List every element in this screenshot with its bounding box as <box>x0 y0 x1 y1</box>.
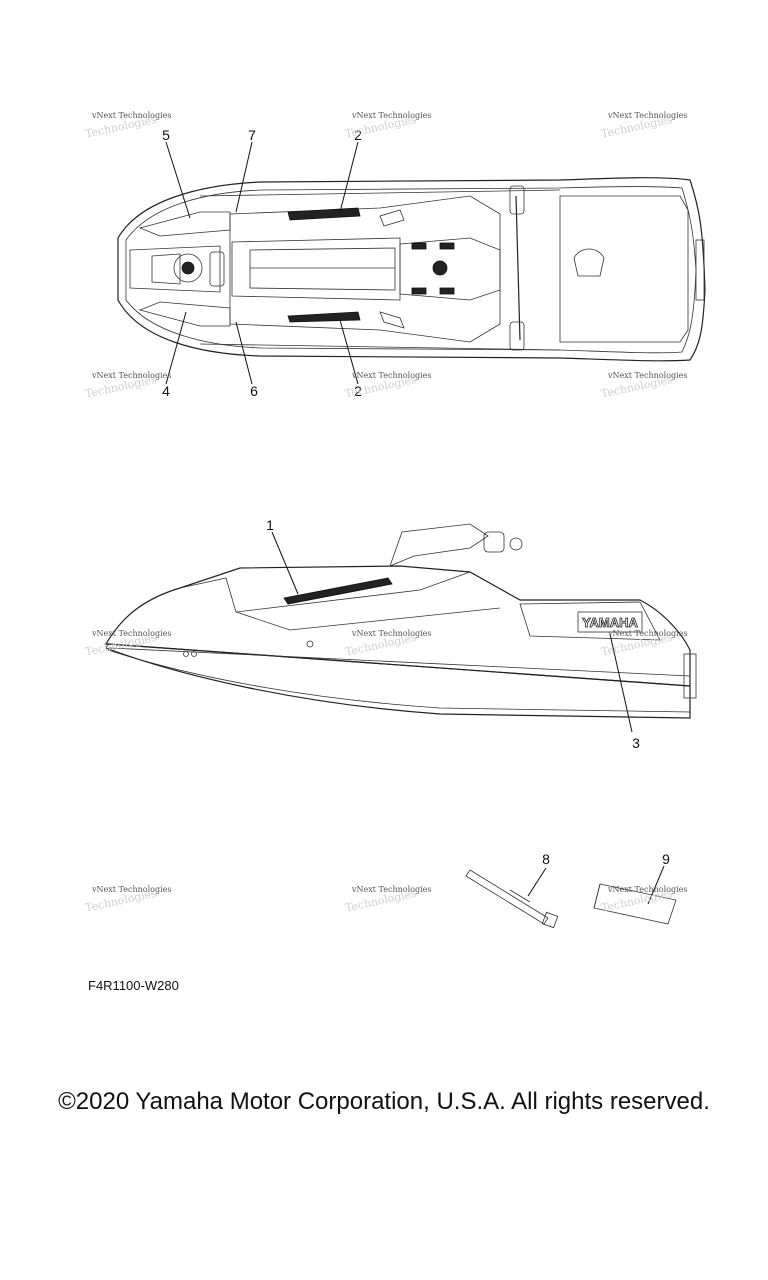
watermark: Technologies vNext Technologies <box>84 629 172 659</box>
svg-text:vNext Technologies: vNext Technologies <box>607 371 687 380</box>
watermark: Technologies vNext Technologies <box>84 111 172 141</box>
watermark: Technologies vNext Technologies <box>344 629 432 659</box>
callout-4: 4 <box>162 383 170 399</box>
yamaha-decal: YAMAHA <box>582 615 638 630</box>
svg-text:vNext Technologies: vNext Technologies <box>607 629 687 638</box>
watermark: Technologies vNext Technologies <box>84 371 172 401</box>
svg-text:vNext Technologies: vNext Technologies <box>91 629 171 638</box>
cable-tie-part <box>465 867 559 929</box>
callout-7: 7 <box>248 127 256 143</box>
callout-3: 3 <box>632 735 640 751</box>
svg-text:vNext Technologies: vNext Technologies <box>91 371 171 380</box>
watermark: Technologies vNext Technologies <box>600 111 688 141</box>
callout-2-bottom: 2 <box>354 383 362 399</box>
label-sticker-part <box>593 865 677 925</box>
watermark: Technologies vNext Technologies <box>600 371 688 401</box>
svg-text:vNext Technologies: vNext Technologies <box>351 371 431 380</box>
top-view-leaders <box>165 141 359 385</box>
callout-2-top: 2 <box>354 127 362 143</box>
callout-1: 1 <box>266 517 274 533</box>
svg-text:vNext Technologies: vNext Technologies <box>351 629 431 638</box>
watermark: Technologies vNext Technologies <box>84 885 172 915</box>
diagram-code: F4R1100-W280 <box>88 978 179 993</box>
svg-text:vNext Technologies: vNext Technologies <box>351 885 431 894</box>
watermark: Technologies vNext Technologies <box>600 629 688 659</box>
callout-5: 5 <box>162 127 170 143</box>
side-view-leaders <box>271 531 633 733</box>
callout-9: 9 <box>662 851 670 867</box>
svg-text:vNext Technologies: vNext Technologies <box>91 885 171 894</box>
callout-6: 6 <box>250 383 258 399</box>
svg-text:vNext Technologies: vNext Technologies <box>351 111 431 120</box>
callout-8: 8 <box>542 851 550 867</box>
callout-numbers: 5 7 2 4 6 2 1 3 8 9 <box>162 127 670 867</box>
copyright-notice: ©2020 Yamaha Motor Corporation, U.S.A. A… <box>58 1088 710 1115</box>
watermark: Technologies vNext Technologies <box>344 111 432 141</box>
watermark: Technologies vNext Technologies <box>344 885 432 915</box>
watermark: Technologies vNext Technologies <box>344 371 432 401</box>
svg-text:vNext Technologies: vNext Technologies <box>607 885 687 894</box>
svg-text:vNext Technologies: vNext Technologies <box>607 111 687 120</box>
svg-text:vNext Technologies: vNext Technologies <box>91 111 171 120</box>
side-view-watercraft: YAMAHA <box>104 523 697 719</box>
watermarks: Technologies vNext Technologies Technolo… <box>84 111 688 915</box>
top-view-watercraft <box>117 177 706 362</box>
